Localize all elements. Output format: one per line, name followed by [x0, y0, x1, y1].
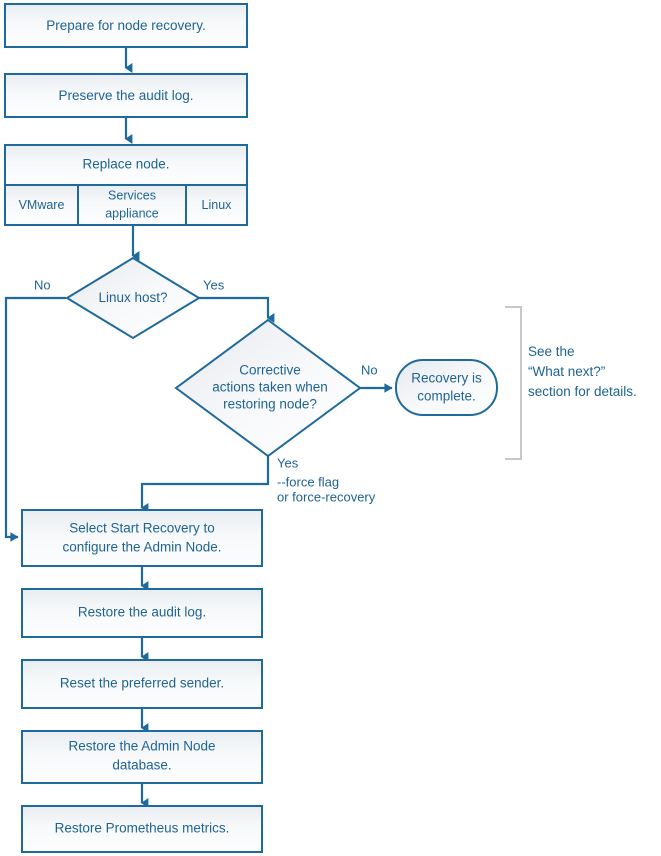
node-restore-the-audit-log: Restore the audit log.	[21, 588, 263, 638]
node-recovery-complete-label-line2: complete.	[417, 389, 476, 404]
node-select-start-recovery: Select Start Recovery to configure the A…	[21, 509, 263, 567]
node-preserve-label: Preserve the audit log.	[58, 88, 193, 103]
node-select-start-recovery-label-line1: Select Start Recovery to	[69, 521, 215, 536]
decision-corrective-actions: Corrective actions taken when restoring …	[174, 318, 362, 458]
node-recovery-complete-label-line1: Recovery is	[411, 371, 482, 386]
annotation-line2: “What next?”	[528, 364, 605, 379]
node-prepare-for-node-recovery: Prepare for node recovery.	[4, 3, 248, 48]
decision-corrective-actions-label-line2: actions taken when	[212, 380, 328, 395]
node-restore-prometheus-metrics: Restore Prometheus metrics.	[21, 805, 263, 853]
node-restore-db-label-line2: database.	[112, 758, 171, 773]
annotation-line1: See the	[528, 344, 575, 359]
annotation-line3: section for details.	[528, 384, 637, 399]
node-prepare-label: Prepare for node recovery.	[46, 18, 206, 33]
node-replace-node: Replace node.	[4, 144, 248, 186]
node-reset-the-preferred-sender: Reset the preferred sender.	[21, 659, 263, 709]
node-reset-sender-label: Reset the preferred sender.	[60, 676, 224, 691]
node-restore-db-label-line1: Restore the Admin Node	[68, 739, 215, 754]
annotation-bracket	[505, 306, 522, 460]
connector-linux-host-yes	[199, 296, 275, 323]
connector-linux-host-no	[4, 296, 66, 542]
edge-label-corrective-yes: Yes	[277, 455, 299, 470]
node-select-start-recovery-label-line2: configure the Admin Node.	[62, 540, 221, 555]
platform-option-vmware-label: VMware	[19, 198, 65, 212]
node-replace-label: Replace node.	[82, 157, 169, 172]
platform-option-services-appliance-label-line2: appliance	[105, 206, 159, 220]
node-restore-prometheus-label: Restore Prometheus metrics.	[55, 821, 230, 836]
edge-label-corrective-no: No	[361, 362, 378, 377]
node-restore-admin-node-database: Restore the Admin Node database.	[21, 730, 263, 784]
platform-options-row: VMware Services appliance Linux	[4, 184, 248, 226]
edge-label-linux-host-yes: Yes	[203, 277, 225, 292]
connector-corrective-yes	[140, 456, 270, 513]
decision-linux-host: Linux host?	[65, 256, 201, 340]
edge-label-corrective-yes-detail-line2: or force-recovery	[277, 489, 376, 504]
platform-option-linux[interactable]	[185, 184, 248, 226]
node-recovery-complete: Recovery is complete.	[395, 359, 498, 416]
decision-linux-host-label: Linux host?	[98, 290, 167, 305]
decision-corrective-actions-label-line1: Corrective	[239, 363, 301, 378]
edge-label-corrective-yes-detail-line1: --force flag	[277, 474, 339, 489]
node-preserve-the-audit-log: Preserve the audit log.	[4, 73, 248, 118]
node-restore-audit-label: Restore the audit log.	[78, 605, 206, 620]
edge-label-linux-host-no: No	[34, 277, 51, 292]
platform-option-services-appliance-label-line1: Services	[108, 188, 156, 202]
decision-corrective-actions-label-line3: restoring node?	[223, 397, 317, 412]
platform-option-linux-label: Linux	[202, 198, 233, 212]
